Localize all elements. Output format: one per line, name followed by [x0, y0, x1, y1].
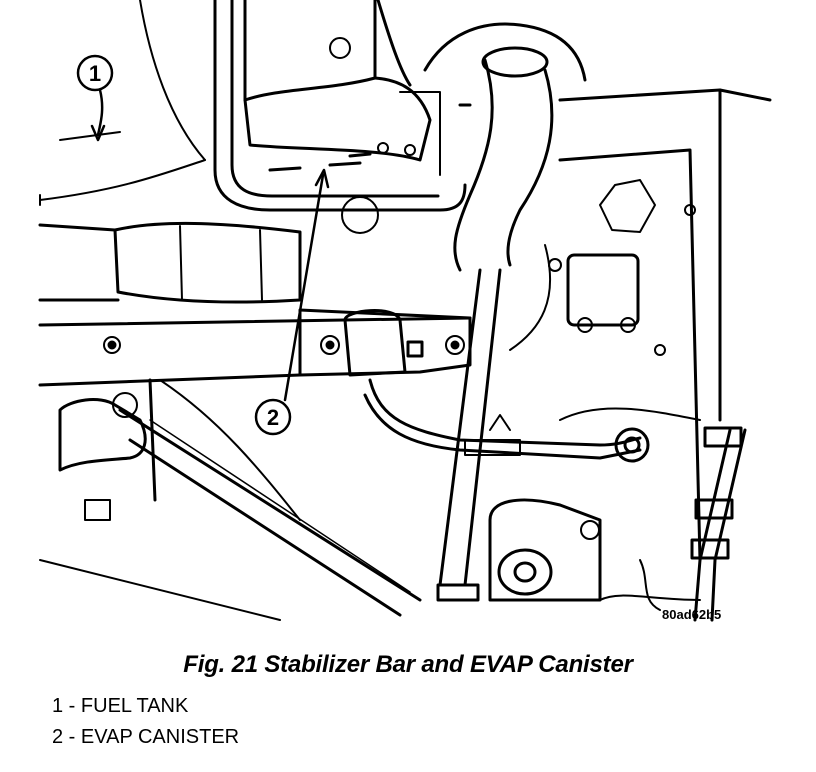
legend-separator: - — [63, 695, 81, 717]
legend-number: 1 — [52, 695, 64, 717]
legend-separator: - — [63, 726, 81, 748]
shock-bushing — [488, 407, 701, 602]
fuel-tank-outline — [39, 0, 206, 206]
rear-axle — [38, 221, 302, 304]
legend-item-2: 2 - EVAP CANISTER — [52, 726, 239, 749]
lower-panel — [39, 379, 701, 621]
callout-1: 1 — [76, 54, 114, 142]
callout-2-number: 2 — [267, 405, 279, 430]
frame-rail — [38, 88, 772, 562]
right-lines — [639, 426, 747, 622]
legend-number: 2 — [52, 726, 64, 748]
callout-2: 2 — [254, 168, 330, 436]
diagram-illustration: 1 2 80ad62b5 — [38, 0, 772, 622]
control-arm — [58, 336, 422, 617]
evap-canister — [243, 0, 441, 234]
legend-label: EVAP CANISTER — [80, 726, 240, 748]
callout-1-number: 1 — [89, 61, 101, 86]
stabilizer-bracket — [298, 308, 472, 377]
legend-label: FUEL TANK — [80, 695, 189, 717]
figure-caption: Fig. 21 Stabilizer Bar and EVAP Canister — [183, 651, 633, 678]
legend-item-1: 1 - FUEL TANK — [52, 695, 188, 718]
stabilizer-bar — [213, 0, 467, 212]
filler-tube — [423, 22, 587, 272]
link-rod — [436, 244, 552, 602]
fuel-line — [363, 378, 642, 460]
mount-block — [548, 253, 640, 333]
figure-code: 80ad62b5 — [662, 607, 721, 622]
